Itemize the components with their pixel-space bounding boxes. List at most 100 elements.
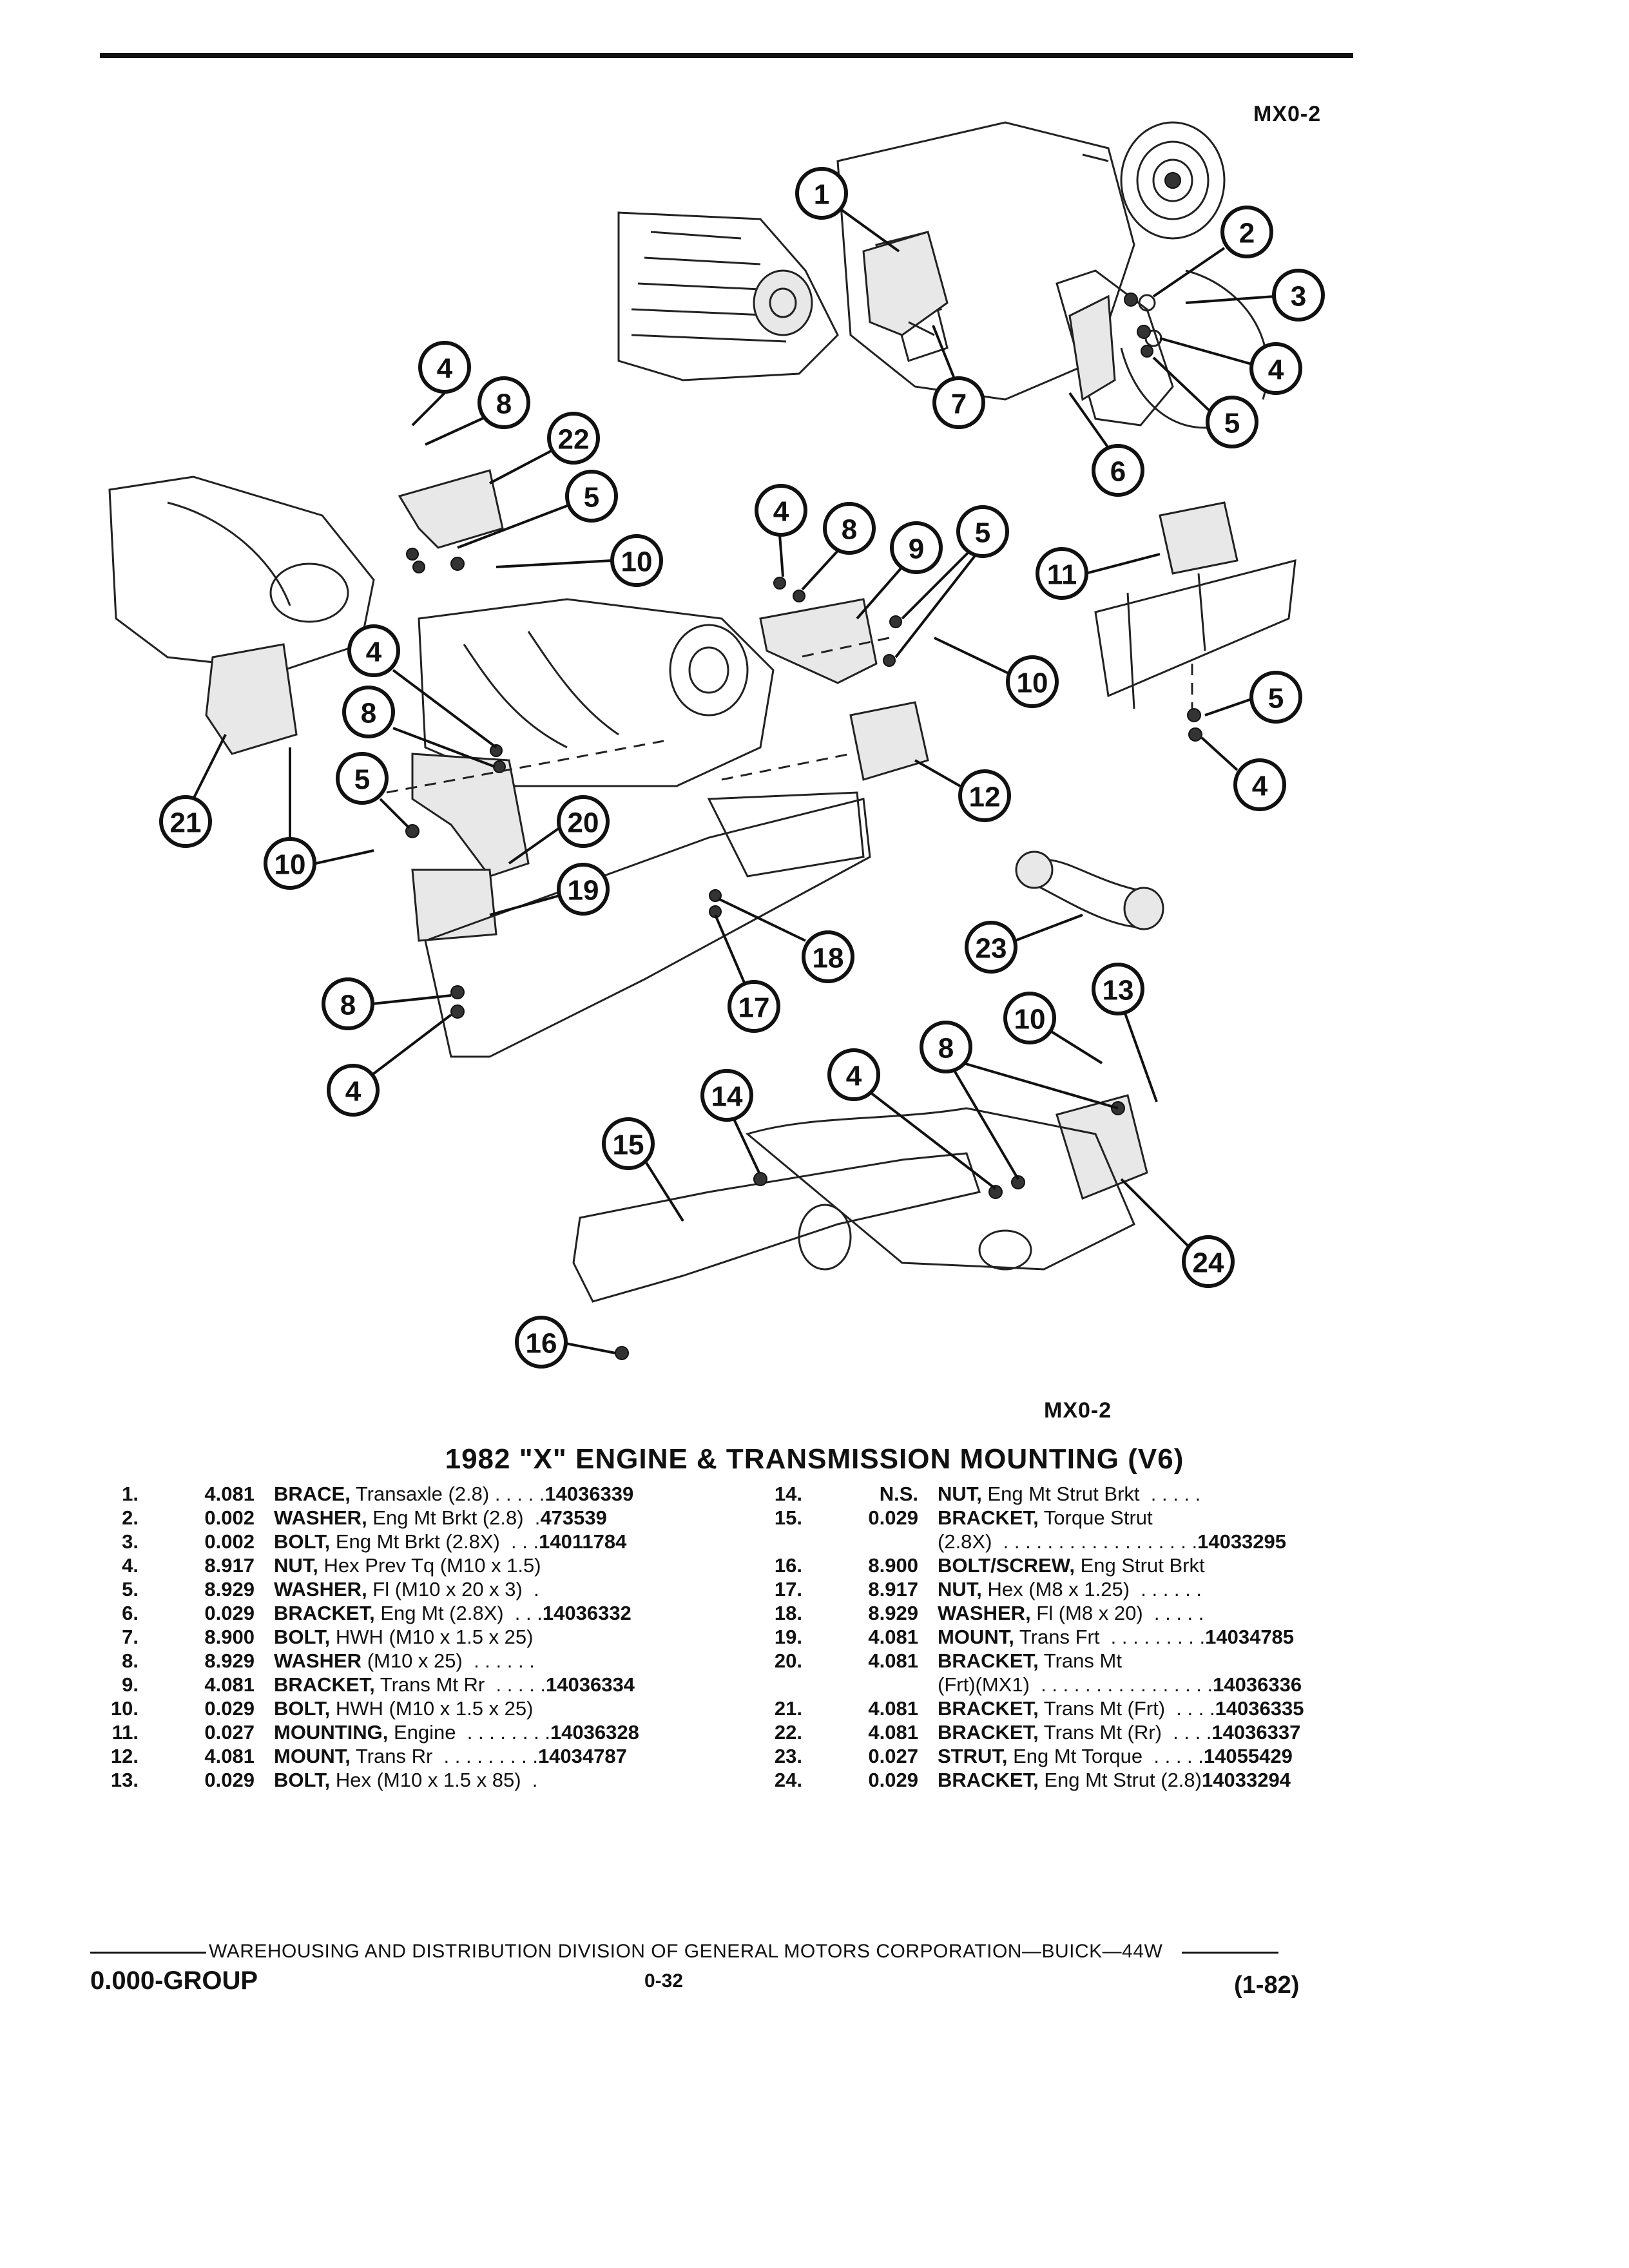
svg-text:4: 4 — [1268, 354, 1284, 386]
part-group-number: 0.027 — [204, 1721, 255, 1744]
part-detail: Eng Mt Strut Brkt . . . . . — [981, 1483, 1201, 1505]
part-detail: Transaxle (2.8) . . . . . — [350, 1483, 545, 1505]
part-detail: HWH (M10 x 1.5 x 25) — [330, 1697, 534, 1720]
callout-4c: 4 — [755, 484, 807, 577]
part-detail: Hex (M10 x 1.5 x 85) . — [330, 1769, 538, 1791]
callout-24: 24 — [1120, 1178, 1235, 1288]
part-number: 14036334 — [546, 1673, 635, 1696]
svg-text:8: 8 — [340, 990, 356, 1021]
part-group-number: 0.002 — [204, 1506, 255, 1529]
part-group-number: 8.917 — [868, 1578, 918, 1600]
footer-division-text: WAREHOUSING AND DISTRIBUTION DIVISION OF… — [209, 1941, 1163, 1962]
svg-text:8: 8 — [842, 514, 857, 546]
callout-10d: 10 — [1003, 992, 1103, 1064]
part-index: 19. — [774, 1626, 802, 1648]
part-detail: Eng Mt Brkt (2.8) . — [367, 1506, 541, 1529]
part-group-number: 0.029 — [868, 1769, 918, 1791]
svg-text:5: 5 — [975, 517, 990, 549]
part-name: STRUT, — [938, 1745, 1008, 1767]
part-description: BOLT, Eng Mt Brkt (2.8X) . . .14011784 — [274, 1530, 626, 1553]
footer-group: 0.000-GROUP — [90, 1966, 258, 1995]
part-number: 14036328 — [550, 1721, 639, 1744]
part-index: 15. — [774, 1506, 802, 1529]
callout-10c: 10 — [264, 747, 374, 890]
part-detail: Hex (M8 x 1.25) . . . . . . — [981, 1578, 1202, 1600]
part-number: 14055429 — [1203, 1745, 1293, 1767]
callout-8c: 8 — [342, 686, 496, 768]
part-name: BOLT, — [274, 1530, 331, 1553]
part-index: 16. — [774, 1554, 802, 1577]
part-index — [741, 1530, 802, 1553]
svg-text:7: 7 — [951, 389, 967, 420]
part-description: (2.8X) . . . . . . . . . . . . . . . . .… — [938, 1530, 1286, 1553]
part-description: BOLT, HWH (M10 x 1.5 x 25) — [274, 1696, 534, 1720]
part-index: 11. — [111, 1721, 139, 1744]
svg-text:18: 18 — [813, 943, 844, 974]
part-description: STRUT, Eng Mt Torque . . . . .14055429 — [938, 1744, 1293, 1768]
part-name: NUT, — [274, 1554, 318, 1577]
callout-9: 9 — [856, 521, 943, 620]
part-name: BRACKET, — [938, 1649, 1039, 1672]
part-index: 6. — [122, 1602, 139, 1624]
part-number: 14036335 — [1215, 1697, 1304, 1720]
part-number: 14036332 — [542, 1602, 631, 1624]
callout-21: 21 — [159, 734, 227, 848]
callout-12: 12 — [914, 759, 1011, 822]
exploded-mounting-diagram: 1 2 3 4 5 6 7 4 8 22 5 10 4 8 9 5 11 10 … — [108, 121, 1325, 1369]
footer-page-number: 0-32 — [644, 1970, 684, 1992]
svg-text:11: 11 — [1047, 559, 1077, 591]
callout-15: 15 — [602, 1117, 684, 1222]
part-name: BRACE, — [274, 1483, 351, 1505]
callout-5d: 5 — [1204, 671, 1302, 724]
callout-2: 2 — [1152, 206, 1273, 298]
part-detail: (Frt)(MX1) . . . . . . . . . . . . . . .… — [938, 1673, 1213, 1696]
callout-5e: 5 — [336, 752, 410, 829]
svg-text:19: 19 — [568, 875, 599, 907]
part-description: BRACKET, Eng Mt (2.8X) . . .14036332 — [274, 1601, 631, 1625]
part-description: BRACKET, Trans Mt (Rr) . . . .14036337 — [938, 1720, 1300, 1744]
part-detail: Trans Mt (Rr) . . . . — [1038, 1721, 1212, 1744]
callout-1: 1 — [795, 167, 900, 253]
part-description: WASHER, Fl (M8 x 20) . . . . . — [938, 1601, 1204, 1625]
part-group-number: 4.081 — [204, 1673, 255, 1696]
svg-text:10: 10 — [275, 849, 306, 881]
part-description: MOUNT, Trans Rr . . . . . . . . .1403478… — [274, 1744, 627, 1768]
callout-8d: 8 — [322, 977, 452, 1030]
callout-4g: 4 — [827, 1048, 997, 1190]
part-detail: Eng Mt Strut (2.8) — [1038, 1769, 1202, 1791]
part-group-number: N.S. — [879, 1483, 918, 1505]
part-index — [741, 1673, 802, 1696]
svg-text:8: 8 — [938, 1033, 954, 1064]
part-description: BRACE, Transaxle (2.8) . . . . .14036339 — [274, 1482, 633, 1506]
callout-4e: 4 — [347, 624, 497, 749]
svg-text:17: 17 — [738, 992, 770, 1024]
callout-8: 8 — [425, 376, 530, 446]
parts-row: 14.N.S.NUT, Eng Mt Strut Brkt . . . . . — [741, 1482, 1304, 1506]
part-detail: Eng Mt (2.8X) . . . — [374, 1602, 543, 1624]
svg-text:4: 4 — [773, 496, 789, 528]
svg-text:4: 4 — [846, 1061, 862, 1092]
part-name: MOUNT, — [938, 1626, 1014, 1648]
section-title: 1982 "X" ENGINE & TRANSMISSION MOUNTING … — [445, 1443, 1184, 1475]
part-group-number: 4.081 — [868, 1721, 918, 1744]
part-description: BRACKET, Trans Mt — [938, 1649, 1122, 1673]
part-description: NUT, Hex (M8 x 1.25) . . . . . . — [938, 1577, 1202, 1601]
callout-23: 23 — [965, 914, 1083, 974]
part-name: BRACKET, — [938, 1721, 1039, 1744]
part-number: 14011784 — [539, 1530, 627, 1553]
part-index: 20. — [774, 1649, 802, 1672]
svg-text:2: 2 — [1239, 218, 1255, 249]
part-index: 5. — [122, 1578, 139, 1600]
part-name: BOLT, — [274, 1769, 331, 1791]
part-name: BRACKET, — [274, 1602, 375, 1624]
part-name: MOUNTING, — [274, 1721, 389, 1744]
